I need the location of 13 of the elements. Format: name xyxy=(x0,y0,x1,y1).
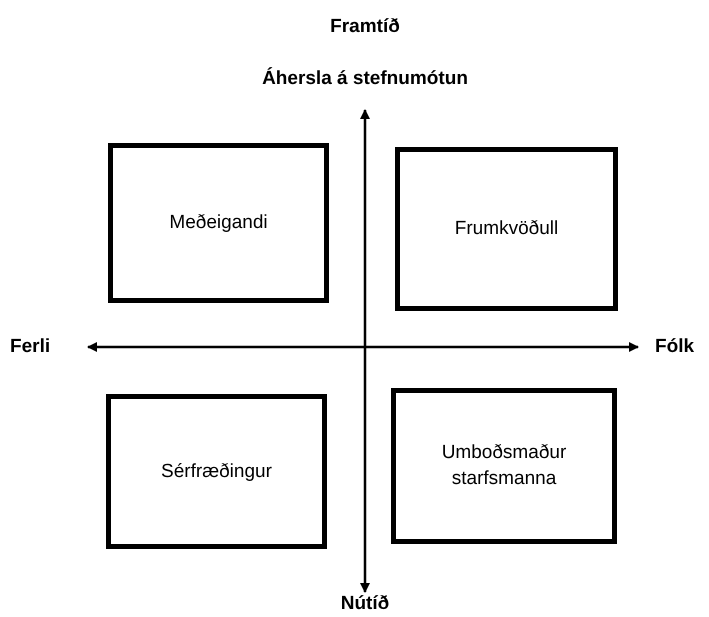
box-label: Frumkvöðull xyxy=(454,217,558,241)
quadrant-box xyxy=(391,388,617,544)
quadrant-box xyxy=(395,147,618,311)
axis-label: Framtíð xyxy=(329,15,401,39)
box-label: Umboðsmaður starfsmanna xyxy=(440,441,568,491)
quadrant-box xyxy=(106,394,327,549)
box-label: Meðeigandi xyxy=(169,211,268,235)
axis-label: Nútíð xyxy=(340,592,390,616)
axis-label: Ferli xyxy=(10,335,52,359)
box-label: Sérfræðingur xyxy=(161,460,272,484)
axis-label: Áhersla á stefnumótun xyxy=(261,66,469,91)
quadrant-box xyxy=(108,143,329,303)
axis-label: Fólk xyxy=(655,335,696,359)
